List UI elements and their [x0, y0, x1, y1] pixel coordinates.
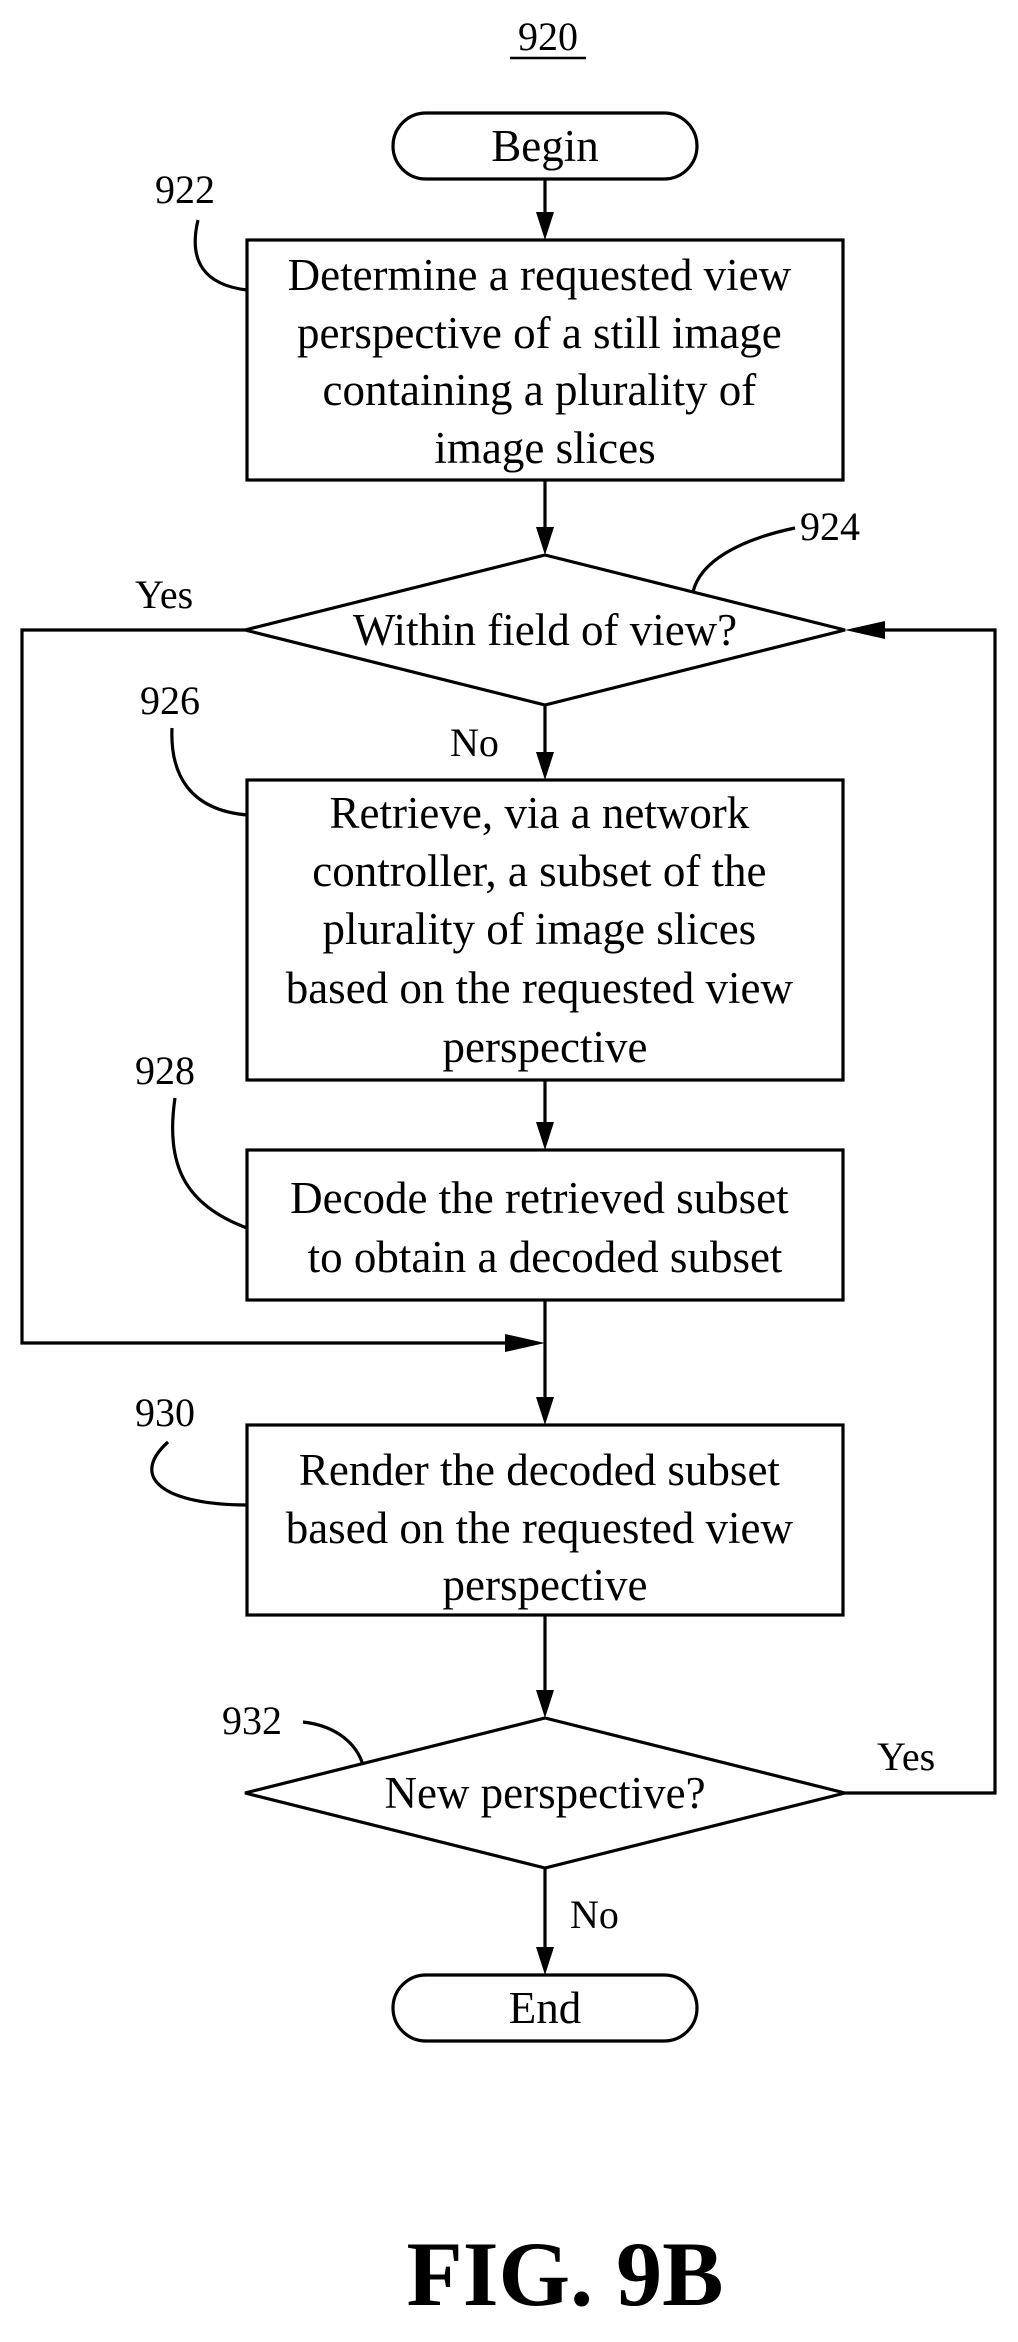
new-perspective-ref-leader	[303, 1722, 363, 1765]
arrowhead-fov	[536, 527, 554, 555]
within-fov-ref-number: 924	[800, 504, 860, 549]
arrowhead-retrieve	[536, 752, 554, 780]
decode-ref-number: 928	[135, 1048, 195, 1093]
within-fov-label: Within field of view?	[353, 605, 737, 655]
retrieve-ref-number: 926	[140, 678, 200, 723]
fov-yes-label: Yes	[135, 572, 193, 617]
determine-ref-leader	[195, 220, 247, 290]
connector-new-yes	[845, 630, 995, 1793]
determine-ref-number: 922	[155, 167, 215, 212]
arrowhead-fov-yes	[505, 1334, 545, 1352]
begin-label: Begin	[491, 121, 599, 171]
new-no-label: No	[570, 1892, 619, 1937]
arrowhead-fov-loop	[845, 621, 885, 639]
new-perspective-label: New perspective?	[384, 1768, 705, 1818]
fov-no-label: No	[450, 720, 499, 765]
new-yes-label: Yes	[877, 1734, 935, 1779]
render-ref-number: 930	[135, 1390, 195, 1435]
render-ref-leader	[152, 1442, 247, 1505]
within-fov-ref-leader	[693, 528, 795, 592]
figure-label: FIG. 9B	[407, 2223, 724, 2325]
decode-ref-leader	[173, 1098, 247, 1228]
arrowhead-decode	[536, 1122, 554, 1150]
arrowhead-determine	[536, 212, 554, 240]
arrowhead-end	[536, 1947, 554, 1975]
new-perspective-ref-number: 932	[222, 1698, 282, 1743]
diagram-number: 920	[518, 14, 578, 59]
arrowhead-render	[536, 1397, 554, 1425]
arrowhead-new-perspective	[536, 1690, 554, 1718]
retrieve-ref-leader	[172, 728, 247, 815]
end-label: End	[509, 1983, 582, 2033]
